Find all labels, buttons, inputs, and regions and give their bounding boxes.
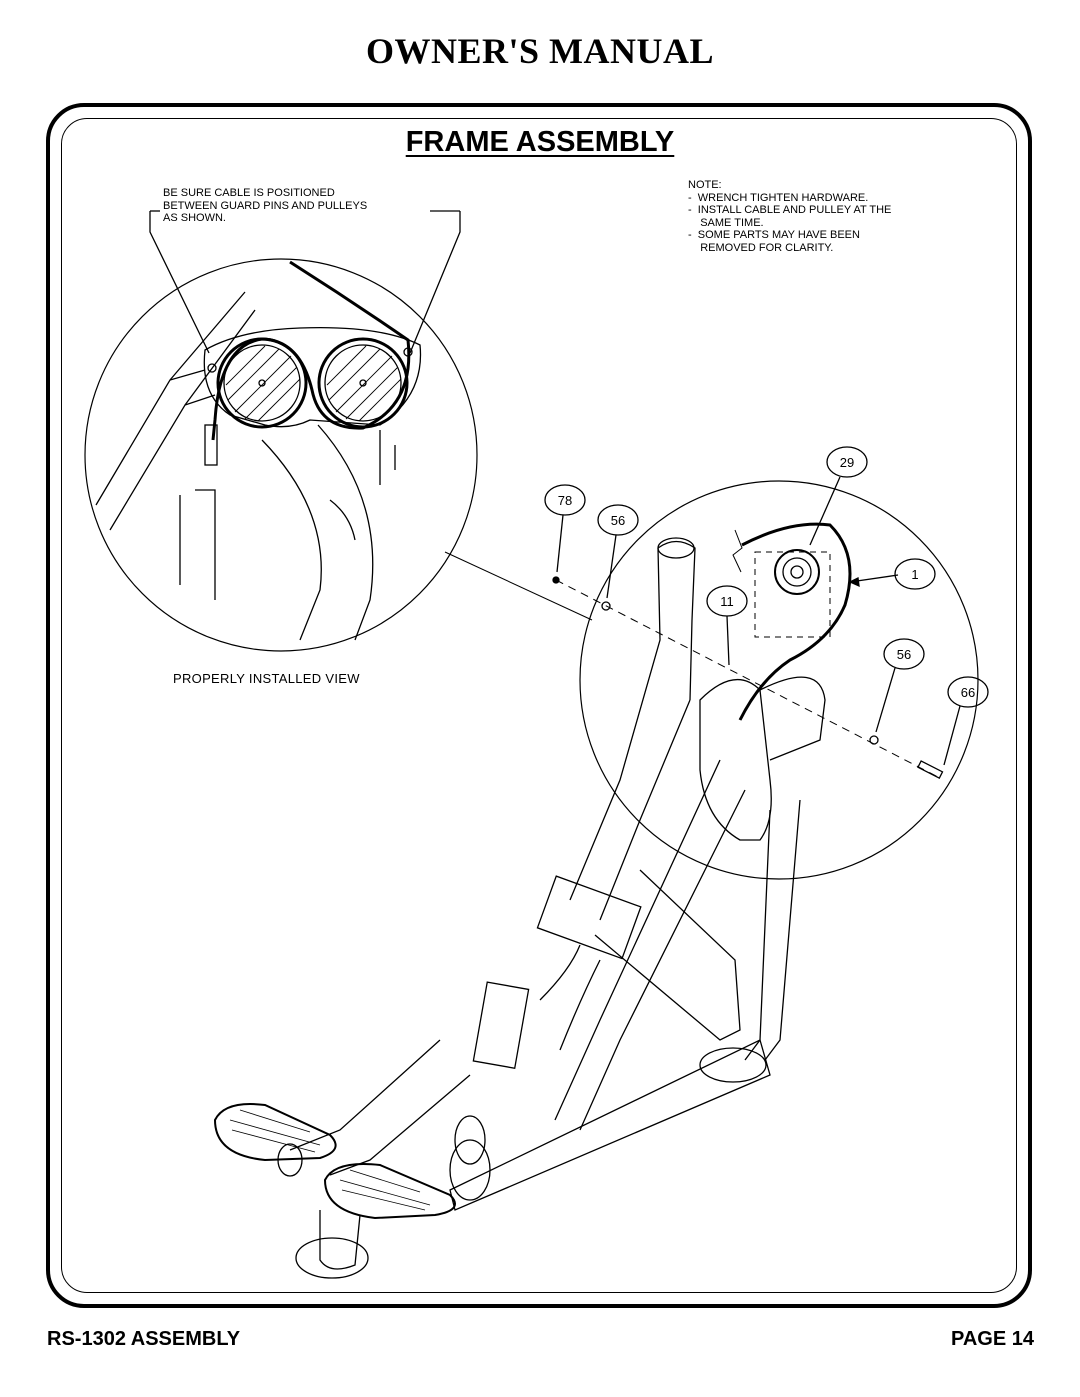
part-bubble-56-top: 56 [597, 504, 639, 599]
part-bubble-11: 11 [706, 585, 748, 666]
svg-text:56: 56 [611, 513, 625, 528]
note-line: - WRENCH TIGHTEN HARDWARE. [688, 191, 869, 204]
svg-text:78: 78 [558, 493, 572, 508]
document-title: OWNER'S MANUAL [365, 31, 714, 71]
callout-line: BETWEEN GUARD PINS AND PULLEYS [163, 199, 368, 212]
part-bubble-78: 78 [544, 484, 586, 573]
pulley-assembly [552, 522, 944, 779]
callout-line: AS SHOWN. [163, 212, 226, 224]
svg-text:56: 56 [897, 647, 911, 662]
svg-text:11: 11 [720, 594, 734, 609]
inner-frame-border [61, 118, 1017, 1293]
footer-model-assembly: RS-1302 ASSEMBLY [47, 1328, 241, 1350]
part-bubble-66: 66 [943, 676, 989, 766]
footer-page-number: PAGE 14 [951, 1328, 1034, 1350]
properly-installed-view-label: PROPERLY INSTALLED VIEW [173, 671, 360, 686]
assembly-note: NOTE: - WRENCH TIGHTEN HARDWARE. - INSTA… [688, 179, 891, 254]
note-line: SAME TIME. [688, 216, 764, 229]
svg-text:66: 66 [961, 685, 975, 700]
section-title: FRAME ASSEMBLY [405, 126, 675, 158]
note-line: - INSTALL CABLE AND PULLEY AT THE [688, 204, 892, 216]
part-bubble-56-bottom: 56 [875, 638, 925, 733]
detail-view-circle-right [579, 480, 979, 880]
svg-text:29: 29 [840, 455, 854, 470]
part-bubble-1: 1 [894, 558, 936, 590]
callout-line: BE SURE CABLE IS POSITIONED [163, 187, 335, 199]
note-line: REMOVED FOR CLARITY. [688, 241, 834, 254]
machine-frame [213, 537, 826, 1279]
part-bubble-29: 29 [809, 446, 868, 546]
detail-view-circle [84, 210, 478, 652]
note-line: - SOME PARTS MAY HAVE BEEN [688, 229, 860, 241]
outer-frame-border [46, 103, 1032, 1308]
note-heading: NOTE: [688, 179, 722, 191]
cable-callout: BE SURE CABLE IS POSITIONED BETWEEN GUAR… [163, 187, 367, 225]
svg-text:1: 1 [911, 567, 918, 582]
part-bubbles: 29 78 56 1 11 56 66 [544, 446, 989, 766]
